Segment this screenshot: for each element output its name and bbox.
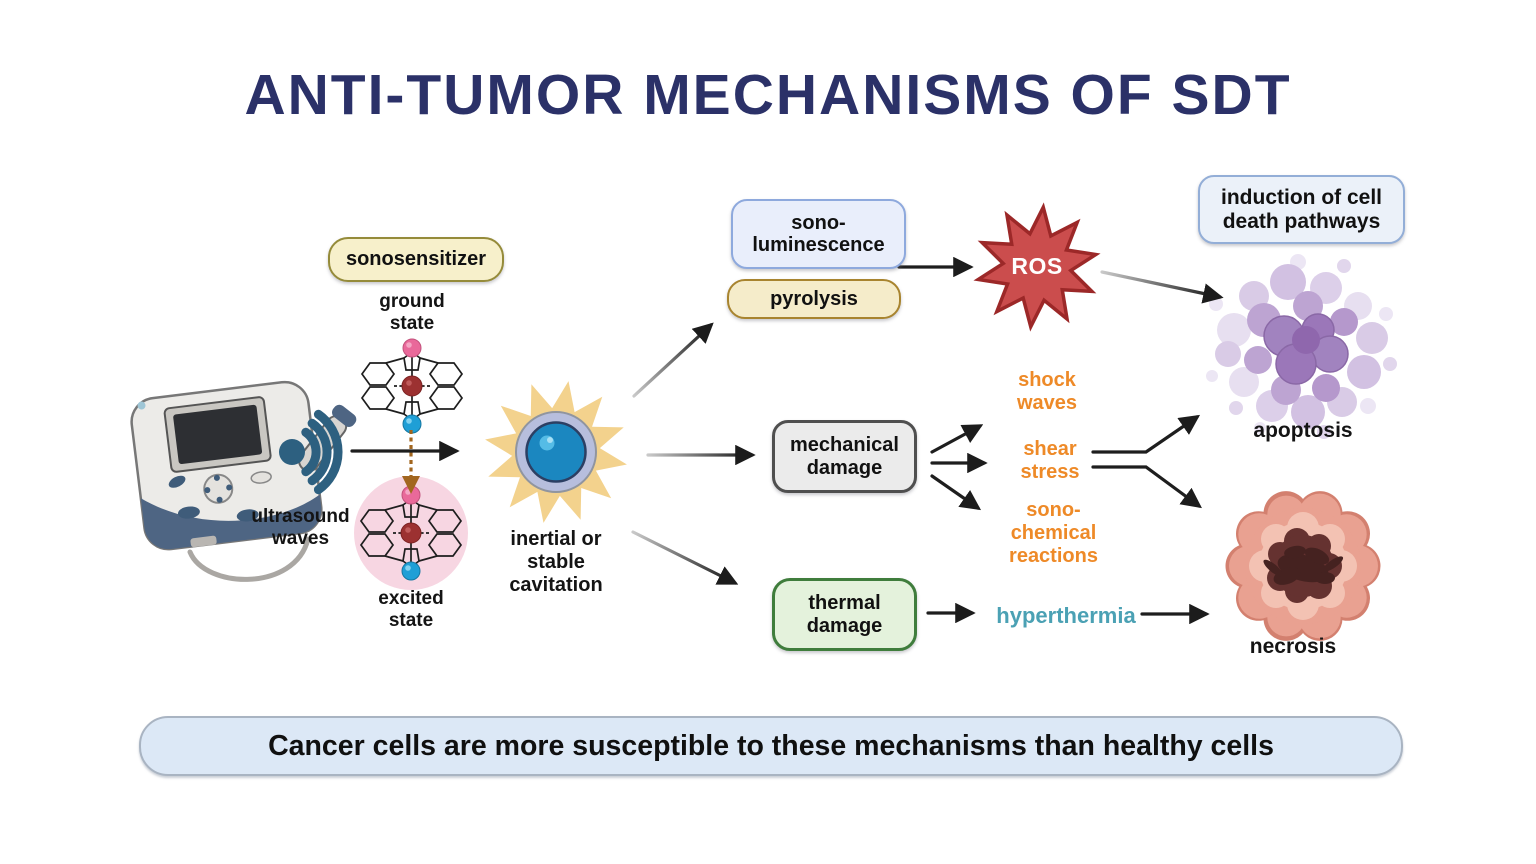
ros-starburst-icon <box>973 202 1101 332</box>
ultrasound-waves-icon <box>279 409 343 495</box>
arrow-ros-to-induction <box>1100 270 1224 304</box>
arrow-mediators-to-necrosis <box>1091 465 1202 509</box>
excited-state-label: excited state <box>378 588 444 631</box>
excitation-arrow <box>402 430 420 494</box>
ground-state-molecule-icon <box>361 338 463 434</box>
sonoluminescence-box: sono- luminescence <box>731 199 906 269</box>
ros-label: ROS <box>1011 253 1063 279</box>
pyrolysis-box: pyrolysis <box>727 279 901 319</box>
page-title: ANTI-TUMOR MECHANISMS OF SDT <box>244 63 1292 127</box>
excited-state-molecule-icon <box>354 476 468 590</box>
arrow-mediators-to-apoptosis <box>1091 414 1201 454</box>
hyperthermia-label: hyperthermia <box>996 603 1136 628</box>
cavitation-label: inertial or stable cavitation <box>509 528 603 596</box>
ultrasound-waves-label: ultrasound waves <box>251 506 350 549</box>
bottom-banner: Cancer cells are more susceptible to the… <box>139 716 1403 776</box>
arrow-mech-to-shockwaves <box>930 424 984 454</box>
necrosis-label: necrosis <box>1249 635 1337 658</box>
shear-stress-label: shear stress <box>1020 438 1080 483</box>
apoptosis-label: apoptosis <box>1253 419 1353 442</box>
arrow-mech-to-sonochemical <box>930 474 982 511</box>
mechanical-damage-box: mechanical damage <box>772 420 917 493</box>
ultrasound-device-illustration <box>130 380 357 582</box>
cavitation-bubble-icon <box>485 381 627 523</box>
ground-state-label: ground state <box>379 291 445 334</box>
apoptosis-cell-illustration <box>1206 254 1397 439</box>
necrosis-cell-illustration <box>1225 491 1381 641</box>
arrow-cavitation-to-luminescence <box>632 322 714 398</box>
thermal-damage-box: thermal damage <box>772 578 917 651</box>
sonochemical-reactions-label: sono- chemical reactions <box>1009 499 1098 567</box>
shock-waves-label: shock waves <box>1016 369 1078 414</box>
induction-of-cell-death-box: induction of cell death pathways <box>1198 175 1405 244</box>
sonosensitizer-box: sonosensitizer <box>328 237 504 282</box>
arrow-cavitation-to-thermal <box>631 530 739 585</box>
